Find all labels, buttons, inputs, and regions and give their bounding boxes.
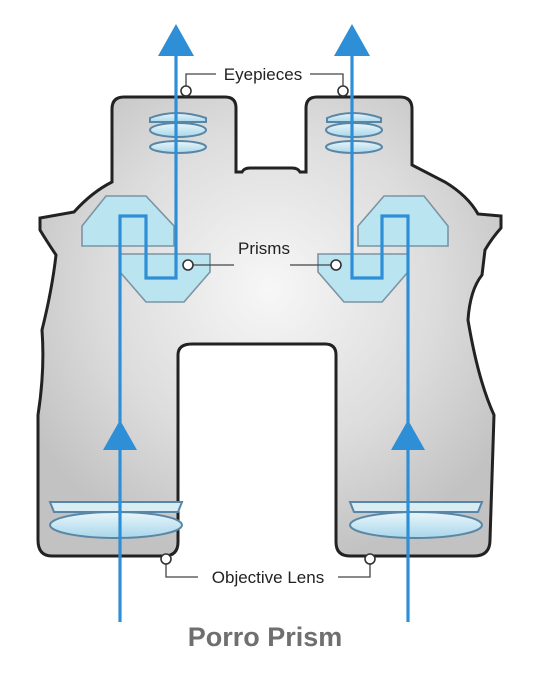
right-top-arrow-icon	[334, 24, 370, 56]
eyepieces-marker-right	[337, 85, 349, 97]
objective-leader-left	[165, 559, 198, 578]
left-top-arrow-icon	[158, 24, 194, 56]
prisms-marker-right	[330, 259, 342, 271]
eyepieces-marker-left	[180, 85, 192, 97]
left-light-ray	[118, 55, 178, 622]
eyepieces-label: Eyepieces	[224, 65, 302, 84]
right-eyepiece-lenses	[325, 112, 383, 154]
objective-leader-right	[338, 559, 371, 578]
diagram-caption: Porro Prism	[188, 622, 343, 652]
prisms-marker-left	[182, 259, 194, 271]
objective-marker-left	[160, 553, 172, 565]
left-eyepiece-lenses	[149, 112, 207, 154]
left-objective-lens	[48, 501, 184, 539]
right-light-ray	[350, 55, 410, 622]
right-objective-lens	[348, 501, 484, 539]
right-up-arrow-icon	[391, 420, 425, 450]
prisms-label: Prisms	[238, 239, 290, 258]
objective-marker-right	[364, 553, 376, 565]
objective-lens-label: Objective Lens	[212, 568, 324, 587]
left-up-arrow-icon	[103, 420, 137, 450]
binocular-body	[36, 95, 503, 558]
